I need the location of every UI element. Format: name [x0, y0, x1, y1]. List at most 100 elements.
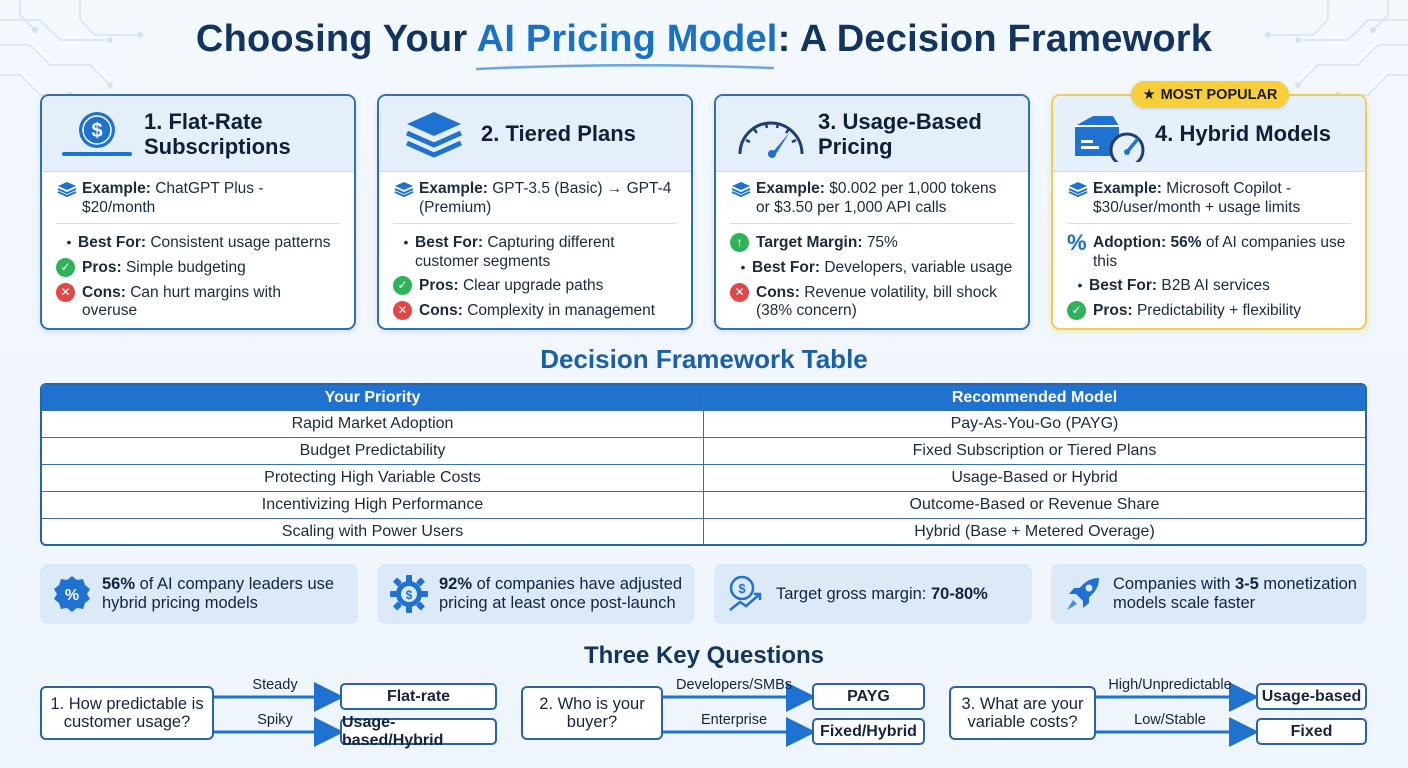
check-icon: ✓: [1067, 300, 1086, 320]
layers-icon: [394, 182, 414, 198]
bestfor-text: Developers, variable usage: [824, 259, 1013, 277]
pros-text: Clear upgrade paths: [462, 277, 604, 295]
cross-icon: ✕: [393, 301, 412, 321]
table-cell-model: Hybrid (Base + Metered Overage): [703, 519, 1365, 544]
question-line2: variable costs?: [967, 713, 1078, 731]
cons-text: Can hurt margins with overuse: [82, 283, 281, 320]
branch-label: Low/Stable: [1134, 712, 1206, 728]
table-row: Rapid Market Adoption Pay-As-You-Go (PAY…: [42, 410, 1365, 437]
percent-badge-icon: %: [54, 576, 90, 612]
box-gauge-icon: [1075, 116, 1145, 162]
margin-label: Target Margin:: [756, 234, 863, 252]
branch-label: Steady: [252, 677, 298, 693]
question-line2: customer usage?: [63, 713, 191, 731]
stat-value: 70-80%: [930, 584, 988, 603]
percent-icon: %: [1067, 230, 1087, 256]
stat-text-b: pricing at least once post-launch: [439, 594, 676, 612]
cons-row: ✕ Cons: Revenue volatility, bill shock (…: [730, 282, 1014, 321]
adoption-label: Adoption:: [1093, 234, 1167, 252]
badge-label: MOST POPULAR: [1160, 86, 1278, 103]
question-line1: 2. Who is your: [539, 694, 645, 713]
example-row: Example: GPT-3.5 (Basic) → GPT-4 (Premiu…: [393, 180, 677, 217]
card-title-line1: 4. Hybrid Models: [1155, 121, 1332, 147]
margin-row: ↑ Target Margin: 75%: [730, 233, 1014, 253]
card-header: 2. Tiered Plans: [379, 96, 691, 172]
adoption-row: % Adoption: 56% of AI companies use this: [1067, 230, 1351, 271]
bullet-icon: •: [66, 234, 72, 251]
example-text: ChatGPT Plus - $20/month: [82, 180, 264, 216]
divider: [730, 223, 1014, 225]
table-row: Budget Predictability Fixed Subscription…: [42, 437, 1365, 464]
stat-text-b: monetization: [1258, 575, 1357, 594]
gear-dollar-icon: $: [390, 575, 428, 613]
table-cell-priority: Scaling with Power Users: [281, 523, 464, 540]
stat-value: 92%: [439, 575, 473, 594]
cons-label: Cons:: [419, 302, 463, 320]
stat-value: 3-5: [1234, 575, 1259, 594]
question-line1: 3. What are your: [961, 694, 1084, 713]
question-line2: buyer?: [566, 713, 618, 731]
bullet-icon: •: [403, 234, 409, 251]
bestfor-label: Best For:: [78, 234, 147, 252]
gauge-icon: [738, 121, 804, 158]
divider: [56, 223, 340, 225]
example-text: $0.002 per 1,000 tokens or $3.50 per 1,0…: [756, 180, 997, 216]
example-row: Example: $0.002 per 1,000 tokens or $3.5…: [730, 180, 1014, 217]
cons-text: Revenue volatility, bill shock (38% conc…: [756, 283, 997, 320]
cons-text: Complexity in management: [467, 302, 656, 320]
card-title-line2: Pricing: [818, 134, 893, 159]
pros-text: Simple budgeting: [125, 258, 246, 276]
bestfor-row: • Best For: B2B AI services: [1067, 277, 1351, 296]
question-line1: 1. How predictable is: [50, 694, 204, 713]
card-title-line1: 2. Tiered Plans: [481, 121, 636, 147]
answer-box: Fixed/Hybrid: [812, 718, 925, 745]
divider: [1067, 223, 1351, 225]
branch-label: Enterprise: [700, 712, 768, 728]
table-row: Protecting High Variable Costs Usage-Bas…: [42, 464, 1365, 491]
card-title-line1: 1. Flat-Rate: [144, 108, 263, 134]
card-title: 4. Hybrid Models: [1155, 96, 1357, 172]
pros-row: ✓ Pros: Predictability + flexibility: [1067, 300, 1351, 321]
dollar-laptop-icon: $: [62, 112, 132, 156]
card-title-line1: 3. Usage-Based: [818, 108, 982, 134]
stat-text-c: models scale faster: [1113, 594, 1256, 612]
card-title-line2: Subscriptions: [144, 134, 291, 159]
adoption-text: of AI companies use this: [1093, 234, 1346, 270]
table-header-model: Recommended Model: [703, 385, 1365, 410]
pros-text: Predictability + flexibility: [1136, 301, 1302, 319]
title-highlight: AI Pricing Model: [476, 18, 778, 60]
divider: [393, 223, 677, 225]
table-row: Incentivizing High Performance Outcome-B…: [42, 491, 1365, 518]
table-cell-model: Outcome-Based or Revenue Share: [703, 492, 1365, 518]
dollar-trend-icon: $: [729, 575, 762, 611]
title-part1: Choosing Your: [195, 18, 477, 60]
bullet-icon: •: [740, 259, 746, 276]
star-icon: ★: [1142, 86, 1156, 103]
bestfor-row: • Best For: Consistent usage patterns: [56, 234, 340, 253]
adoption-value: 56%: [1170, 234, 1202, 252]
answer-box: Flat-rate: [340, 683, 497, 710]
most-popular-badge: ★MOST POPULAR: [1131, 81, 1289, 108]
svg-text:%: %: [65, 587, 79, 604]
layers-icon: [1068, 182, 1088, 198]
answer-box: PAYG: [812, 683, 925, 710]
stat-text-a: Companies with: [1113, 575, 1235, 594]
stat-text-a: of AI company leaders use: [135, 575, 335, 594]
arrow-up-icon: ↑: [730, 233, 749, 253]
example-label: Example:: [419, 180, 488, 197]
svg-text:$: $: [91, 120, 102, 142]
table-cell-priority: Protecting High Variable Costs: [264, 469, 481, 486]
svg-text:$: $: [738, 581, 746, 596]
questions-title: Three Key Questions: [583, 642, 825, 669]
stat-text-b: hybrid pricing models: [102, 594, 258, 612]
bestfor-label: Best For:: [415, 234, 484, 252]
check-icon: ✓: [56, 257, 75, 277]
example-label: Example:: [82, 180, 151, 197]
